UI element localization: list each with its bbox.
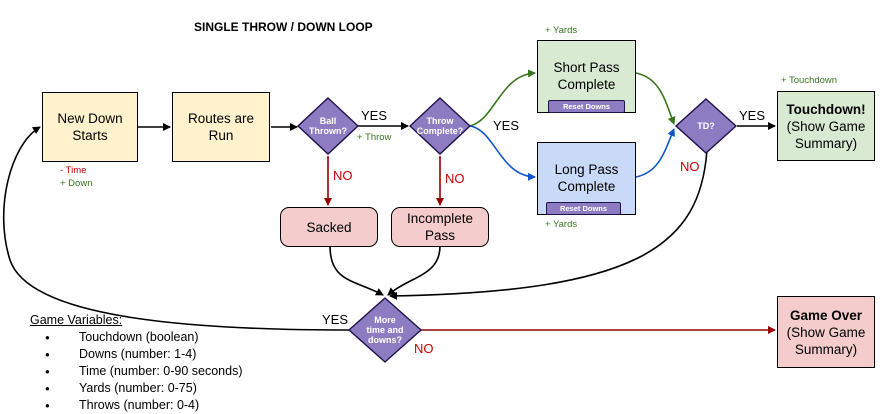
incomplete-pass-box: Incomplete Pass xyxy=(391,207,489,247)
td-diamond xyxy=(674,98,738,154)
yes-label-throw-complete: YES xyxy=(493,118,520,133)
game-over-summary: (Show Game Summary) xyxy=(786,324,866,357)
touchdown-box: Touchdown! (Show Game Summary) xyxy=(777,91,875,161)
note-minus-time: - Time xyxy=(60,165,87,176)
long-pass-reset-downs-badge: Reset Downs xyxy=(546,202,621,215)
arrow-throwcomplete-longpass xyxy=(469,125,536,181)
arrow-td-moretime xyxy=(389,149,708,300)
no-label-ball-thrown: NO xyxy=(333,168,353,183)
list-item: Yards (number: 0-75) xyxy=(30,380,243,397)
arrow-moretime-newdown xyxy=(2,126,351,331)
list-item: Time (number: 0-90 seconds) xyxy=(30,363,243,380)
no-label-td: NO xyxy=(680,159,700,174)
game-over-title: Game Over xyxy=(789,307,863,323)
no-label-more-time: NO xyxy=(414,341,434,356)
short-pass-reset-downs-badge: Reset Downs xyxy=(548,100,625,113)
routes-are-run-box: Routes are Run xyxy=(172,92,270,162)
arrow-longpass-td xyxy=(635,128,675,178)
diagram-title: SINGLE THROW / DOWN LOOP xyxy=(194,20,373,34)
game-variables: Game Variables: Touchdown (boolean) Down… xyxy=(30,312,243,414)
list-item: Touchdown (boolean) xyxy=(30,329,243,346)
note-plus-yards-bottom: + Yards xyxy=(545,219,578,230)
more-time-diamond xyxy=(347,297,423,363)
arrow-incomplete-moretime xyxy=(387,245,441,296)
throw-complete-diamond xyxy=(408,97,472,155)
no-label-throw-complete: NO xyxy=(445,171,465,186)
list-item: Throws (number: 0-4) xyxy=(30,397,243,414)
game-variables-header: Game Variables: xyxy=(30,313,123,327)
arrow-sacked-moretime xyxy=(329,245,384,296)
ball-thrown-label: Ball Thrown? xyxy=(309,116,347,136)
arrow-throwcomplete-shortpass xyxy=(469,69,536,127)
list-item: Downs (number: 1-4) xyxy=(30,346,243,363)
game-variables-list: Touchdown (boolean) Downs (number: 1-4) … xyxy=(30,329,243,414)
yes-label-ball-thrown: YES xyxy=(361,108,388,123)
more-time-label: More time and downs? xyxy=(366,315,404,345)
ball-thrown-diamond xyxy=(296,97,360,155)
yes-label-td: YES xyxy=(739,108,766,123)
td-label: TD? xyxy=(697,121,715,131)
note-plus-yards-top: + Yards xyxy=(545,25,578,36)
new-down-starts-box: New Down Starts xyxy=(42,92,138,162)
note-plus-throw: + Throw xyxy=(357,132,392,143)
touchdown-summary: (Show Game Summary) xyxy=(786,118,866,151)
yes-label-more-time: YES xyxy=(322,312,349,327)
touchdown-title: Touchdown! xyxy=(786,101,866,117)
game-over-box: Game Over (Show Game Summary) xyxy=(777,296,875,368)
arrow-shortpass-td xyxy=(635,72,676,125)
note-plus-touchdown: + Touchdown xyxy=(781,75,838,86)
throw-complete-label: Throw Complete? xyxy=(416,116,464,136)
note-plus-down: + Down xyxy=(60,178,93,189)
sacked-box: Sacked xyxy=(280,207,378,247)
